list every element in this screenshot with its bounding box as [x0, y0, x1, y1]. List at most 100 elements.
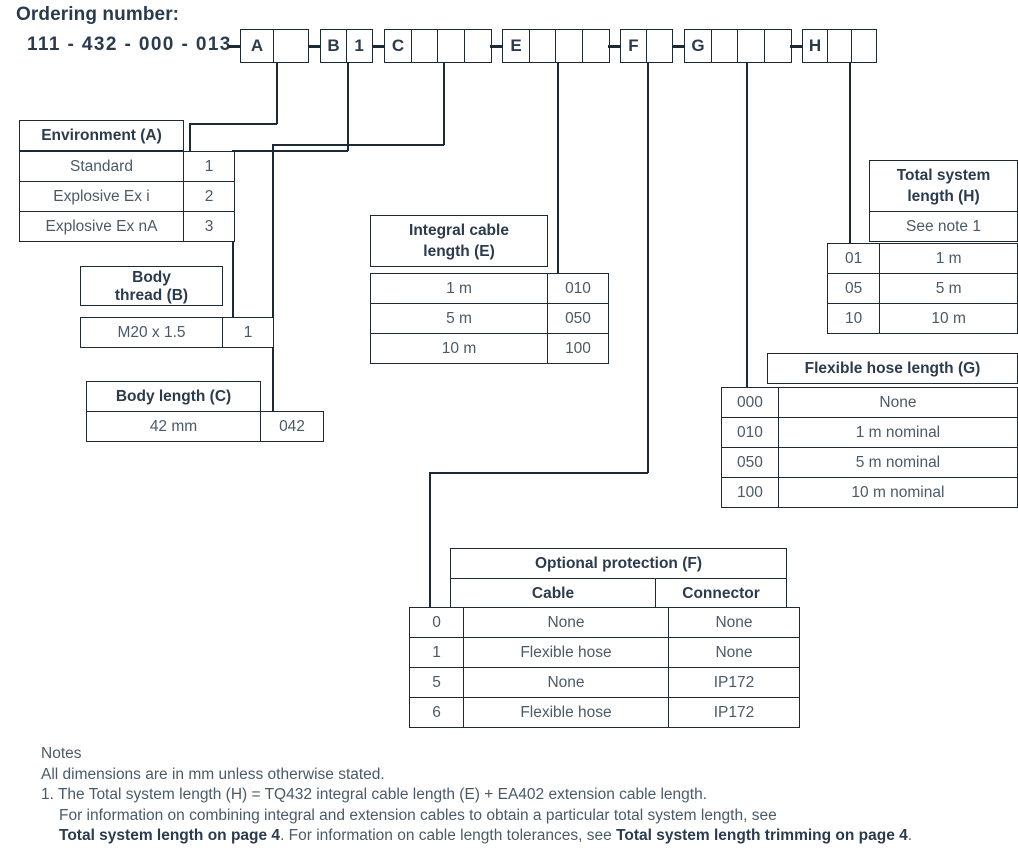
table-total-system-length-rows: 01 1 m 05 5 m 10 10 m: [826, 243, 1018, 334]
optional-protection-cable-1: Flexible hose: [463, 637, 669, 668]
code-cell-h-0[interactable]: H: [802, 29, 828, 63]
environment-code-0: 1: [183, 151, 235, 182]
table-optional-protection: Optional protection (F) Cable Connector: [450, 548, 787, 609]
table-row: 6 Flexible hose IP172: [409, 697, 800, 728]
code-cell-g-1[interactable]: [710, 29, 739, 63]
flexible-hose-title: Flexible hose length (G): [767, 353, 1018, 384]
table-integral-cable: Integral cable length (E): [370, 215, 548, 267]
table-row: Explosive Ex nA 3: [19, 211, 235, 242]
table-row: 05 5 m: [826, 273, 1018, 304]
code-cell-c-0[interactable]: C: [384, 29, 412, 63]
connector-c-vertical-down: [272, 144, 274, 412]
notes-block: Notes All dimensions are in mm unless ot…: [41, 744, 1001, 847]
table-row: 050 5 m nominal: [721, 447, 1018, 478]
connector-a-horizontal: [189, 123, 277, 125]
code-group-a[interactable]: A: [240, 29, 309, 63]
flexible-hose-code-2: 050: [721, 447, 779, 478]
code-group-g[interactable]: G: [684, 29, 792, 63]
connector-g-vertical: [746, 63, 748, 388]
code-cell-b-1[interactable]: 1: [345, 29, 373, 63]
connector-f-vertical-top: [647, 63, 649, 473]
code-group-h[interactable]: H: [802, 29, 878, 63]
note-1-end-text: .: [907, 827, 913, 844]
connector-a-vertical-top: [276, 63, 278, 124]
table-row: Total system length (H): [869, 160, 1018, 212]
connector-f-vertical-down: [429, 472, 431, 608]
table-row: 5 None IP172: [409, 667, 800, 698]
strip-dash-6: [790, 45, 802, 48]
note-1-mid-text: . For information on cable length tolera…: [280, 827, 617, 844]
optional-protection-code-1: 1: [409, 637, 464, 668]
body-length-label-0: 42 mm: [86, 411, 261, 442]
code-cell-f-1[interactable]: [645, 29, 673, 63]
code-cell-a-1[interactable]: [272, 29, 309, 63]
flexible-hose-label-1: 1 m nominal: [777, 417, 1018, 448]
table-row: 1 m 010: [370, 273, 609, 304]
code-group-f[interactable]: F: [620, 29, 673, 63]
table-row: Explosive Ex i 2: [19, 181, 235, 212]
flexible-hose-label-0: None: [777, 387, 1018, 418]
table-row: Environment (A): [19, 120, 184, 151]
code-cell-c-1[interactable]: [410, 29, 439, 63]
table-row: Flexible hose length (G): [767, 353, 1018, 384]
optional-protection-cable-2: None: [463, 667, 669, 698]
code-cell-h-1[interactable]: [826, 29, 853, 63]
code-cell-c-3[interactable]: [463, 29, 492, 63]
strip-dash-2: [372, 45, 384, 48]
table-row: M20 x 1.5 1: [80, 317, 274, 348]
code-group-c[interactable]: C: [384, 29, 492, 63]
strip-dash-3: [490, 45, 502, 48]
connector-h-vertical: [849, 63, 851, 244]
code-cell-g-3[interactable]: [763, 29, 792, 63]
table-row: 10 m 100: [370, 333, 609, 364]
table-body-length: Body length (C): [86, 381, 261, 412]
total-system-label-0: 1 m: [879, 243, 1018, 274]
environment-code-2: 3: [183, 211, 235, 242]
table-row: Body length (C): [86, 381, 261, 412]
code-cell-e-3[interactable]: [581, 29, 610, 63]
connector-e-vertical: [557, 63, 559, 273]
code-cell-g-0[interactable]: G: [684, 29, 712, 63]
strip-dash-1: [308, 45, 320, 48]
integral-cable-code-1: 050: [547, 303, 609, 334]
table-row: Cable Connector: [450, 578, 787, 609]
optional-protection-title: Optional protection (F): [450, 548, 787, 579]
strip-dash-4: [608, 45, 620, 48]
connector-b-vertical-top: [347, 63, 349, 151]
total-system-code-1: 05: [826, 273, 881, 304]
table-flexible-hose-rows: 000 None 010 1 m nominal 050 5 m nominal…: [721, 387, 1018, 508]
note-1-line-2: For information on combining integral an…: [59, 806, 777, 824]
code-cell-a-0[interactable]: A: [240, 29, 274, 63]
code-cell-c-2[interactable]: [437, 29, 466, 63]
note-1-line-3: Total system length on page 4. For infor…: [41, 826, 1001, 847]
flexible-hose-code-0: 000: [721, 387, 779, 418]
total-system-label-1: 5 m: [879, 273, 1018, 304]
code-cell-h-2[interactable]: [851, 29, 878, 63]
connector-c-vertical-top: [443, 63, 445, 145]
code-cell-b-0[interactable]: B: [320, 29, 347, 63]
code-cell-e-0[interactable]: E: [502, 29, 530, 63]
flexible-hose-code-3: 100: [721, 477, 779, 508]
body-length-code-0: 042: [260, 411, 324, 442]
base-ordering-number: 111 - 432 - 000 - 013: [27, 34, 232, 55]
environment-title: Environment (A): [19, 120, 184, 151]
code-group-e[interactable]: E: [502, 29, 610, 63]
optional-protection-connector-2: IP172: [668, 667, 800, 698]
flexible-hose-label-3: 10 m nominal: [777, 477, 1018, 508]
note-1-line-1: 1. The Total system length (H) = TQ432 i…: [41, 786, 708, 803]
integral-cable-code-0: 010: [547, 273, 609, 304]
code-cell-f-0[interactable]: F: [620, 29, 647, 63]
optional-protection-connector-3: IP172: [668, 697, 800, 728]
table-body-length-rows: 42 mm 042: [86, 411, 324, 442]
code-cell-e-1[interactable]: [528, 29, 557, 63]
environment-label-1: Explosive Ex i: [19, 181, 184, 212]
integral-cable-label-2: 10 m: [370, 333, 548, 364]
total-system-title-line2: length (H): [907, 188, 980, 205]
code-group-b[interactable]: B 1: [320, 29, 373, 63]
optional-protection-col-cable: Cable: [450, 578, 656, 609]
flexible-hose-code-1: 010: [721, 417, 779, 448]
code-cell-e-2[interactable]: [555, 29, 584, 63]
code-cell-g-2[interactable]: [737, 29, 766, 63]
table-body-thread-rows: M20 x 1.5 1: [80, 317, 274, 348]
